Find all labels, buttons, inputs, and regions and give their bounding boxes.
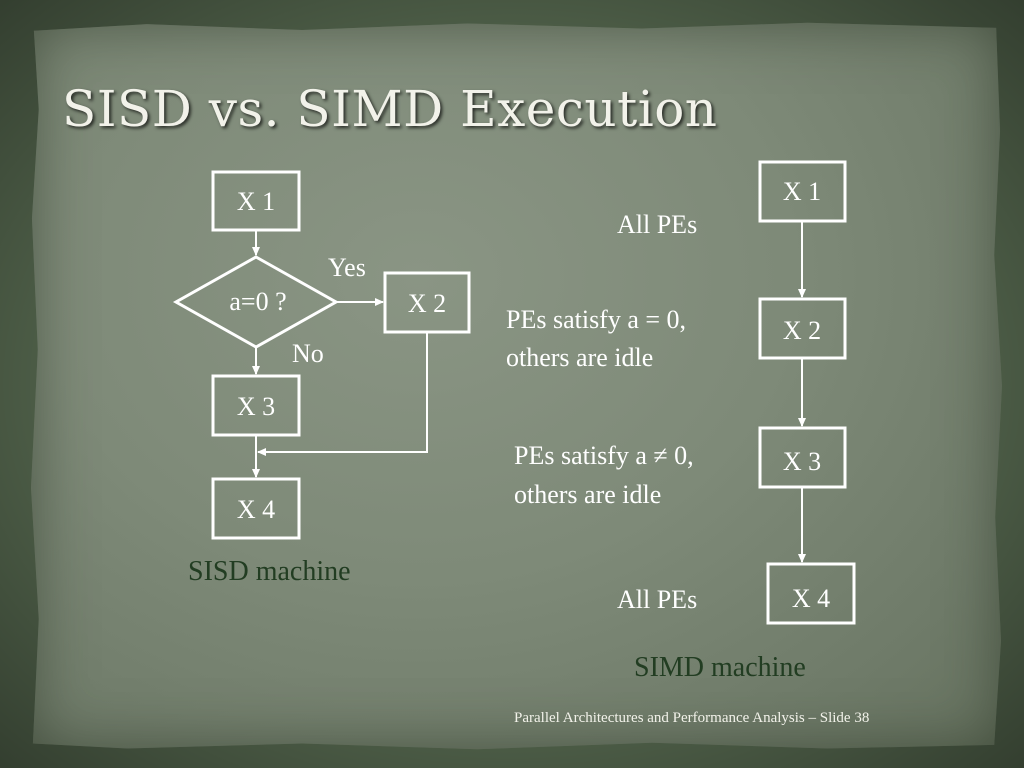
sisd-x4-label: X 4	[237, 495, 275, 524]
sisd-no-label: No	[292, 339, 324, 368]
paper-panel	[30, 22, 1002, 750]
simd-note-a-eq-0-line1: PEs satisfy a = 0,	[506, 305, 686, 334]
sisd-arrow-x2-merge	[257, 332, 428, 456]
sisd-decision-label: a=0 ?	[229, 287, 286, 316]
slide-footer: Parallel Architectures and Performance A…	[514, 710, 870, 726]
sisd-flowchart	[172, 170, 471, 540]
sisd-x1-label: X 1	[237, 187, 275, 216]
simd-x1-label: X 1	[783, 177, 821, 206]
sisd-x3-label: X 3	[237, 392, 275, 421]
simd-x2-label: X 2	[783, 316, 821, 345]
sisd-box-x4	[211, 477, 301, 540]
sisd-caption: SISD machine	[188, 556, 351, 587]
simd-note-all-pes-bottom: All PEs	[617, 585, 697, 614]
sisd-yes-label: Yes	[328, 253, 366, 282]
slide-title: SISD vs. SIMD Execution	[62, 80, 718, 138]
simd-note-all-pes-top: All PEs	[617, 210, 697, 239]
simd-x4-label: X 4	[792, 584, 830, 613]
simd-box-x4	[766, 562, 856, 625]
simd-caption: SIMD machine	[634, 652, 806, 683]
simd-note-a-ne-0-line2: others are idle	[514, 480, 661, 509]
simd-note-a-eq-0-line2: others are idle	[506, 343, 653, 372]
simd-x3-label: X 3	[783, 447, 821, 476]
simd-note-a-ne-0-line1: PEs satisfy a ≠ 0,	[514, 441, 694, 470]
sisd-x2-label: X 2	[408, 289, 446, 318]
simd-flowchart	[758, 160, 856, 625]
